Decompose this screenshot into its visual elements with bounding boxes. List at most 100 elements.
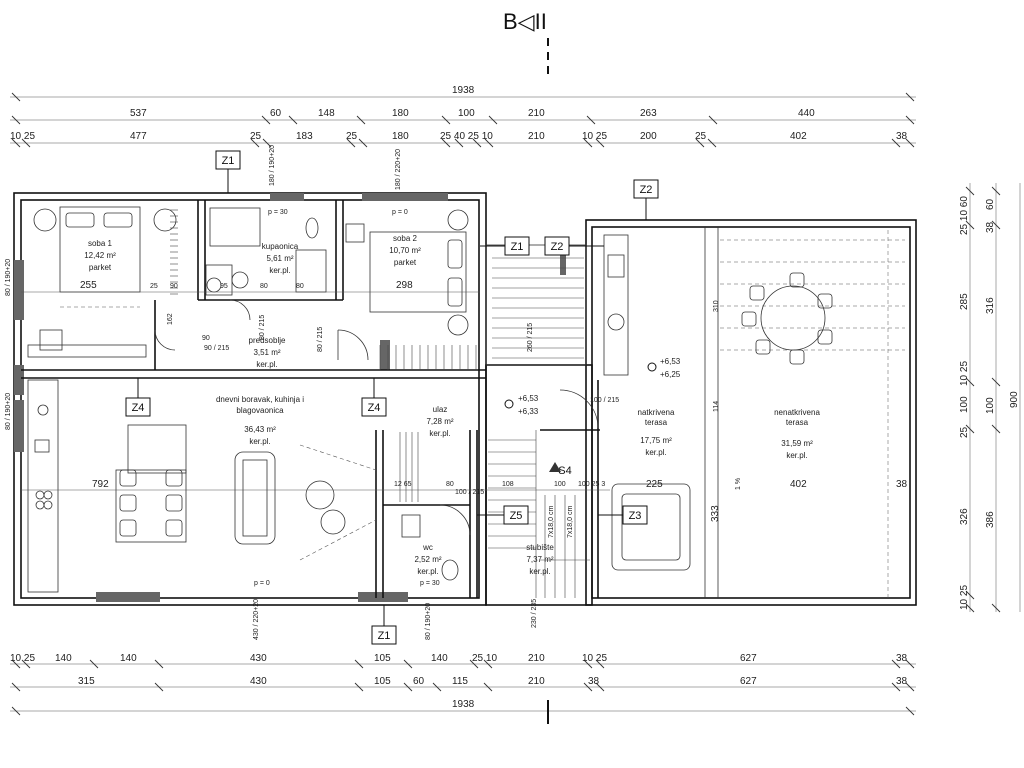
room-soba1-floor: parket [89, 263, 112, 272]
dim-right-c2-4: 100 [985, 397, 996, 414]
room-predsoblje-area: 3,51 m² [253, 348, 280, 357]
opening-17: 260 / 215 [527, 323, 534, 352]
room-soba2-name: soba 2 [393, 234, 418, 243]
dim-bot-r1-1: 10 25 [10, 653, 35, 664]
dim-int-402: 402 [790, 479, 807, 490]
dim-right-c1-3: 10 25 [959, 361, 970, 386]
dim-bot-r2-1: 315 [78, 676, 95, 687]
dim-top-r1-1: 537 [130, 108, 147, 119]
room-kupaonica-name: kupaonica [262, 242, 299, 251]
dim-bot-r1-11: 38 [896, 653, 908, 664]
bottom-dimension-lines [10, 659, 916, 716]
opening-14: 230 / 235 [531, 599, 538, 628]
room-open-terrace-area: 31,59 m² [781, 439, 813, 448]
dim-right-c2-5: 386 [985, 511, 996, 528]
opening-12: 430 / 220+20 [253, 599, 260, 640]
dim-bot-r2-9: 38 [896, 676, 908, 687]
dim-int-80a: 80 [260, 283, 268, 290]
living-room-furniture [27, 379, 377, 593]
dim-int-100: 100 [554, 481, 566, 488]
dim-top-r1-5: 100 [458, 108, 475, 119]
dim-right-c1-4: 100 [959, 396, 970, 413]
room-living-area: 36,43 m² [244, 425, 276, 434]
dim-int-95: 95 [220, 283, 228, 290]
opening-3: p = 30 [268, 209, 288, 216]
room-open-terrace-name-box: nenatkrivena terasa [774, 408, 820, 427]
tag-z3: Z3 [629, 510, 642, 522]
dim-int-80b: 80 [296, 283, 304, 290]
dim-top-r2-1: 10 25 [10, 131, 35, 142]
tag-z1-stair: Z1 [511, 241, 524, 253]
room-stubiste-area: 7,37 m² [526, 555, 553, 564]
room-living-name-box: dnevni boravak, kuhinja i blagovaonica [215, 395, 305, 415]
section-mark: B◁II [503, 9, 547, 34]
opening-2: 180 / 220+20 [395, 149, 402, 190]
room-open-terrace-name: nenatkrivena terasa [774, 408, 820, 427]
dim-bot-r1-10: 627 [740, 653, 757, 664]
dim-top-r2-11: 25 [695, 131, 707, 142]
dim-top-r1-2: 60 [270, 108, 282, 119]
tag-s4: S4 [558, 465, 571, 477]
right-dimension-lines [965, 183, 1021, 613]
dim-right-c1-5: 25 [959, 426, 970, 438]
dim-int-12-65: 12 65 [394, 481, 412, 488]
dim-int-792: 792 [92, 479, 109, 490]
top-dimension-lines [10, 92, 916, 148]
dim-int-90: 90 [170, 283, 178, 290]
section-tags [125, 150, 659, 645]
dim-bot-r2-4: 60 [413, 676, 425, 687]
room-covered-terrace-area: 17,75 m² [640, 436, 672, 445]
room-living-floor: ker.pl. [249, 437, 270, 446]
hot-tub [611, 483, 691, 571]
dim-int-298: 298 [396, 280, 413, 291]
level-entry-2: +6,33 [518, 407, 539, 416]
opening-10: 100 / 215 [590, 397, 619, 404]
dim-right-c2-1: 60 [985, 198, 996, 210]
room-wc-floor: ker.pl. [417, 567, 438, 576]
opening-16: p = 30 [420, 580, 440, 587]
pergola-lines [720, 230, 905, 598]
room-open-terrace-floor: ker.pl. [786, 451, 807, 460]
room-soba2-floor: parket [394, 258, 417, 267]
dim-int-255: 255 [80, 280, 97, 291]
dim-int-slope: 1 % [735, 478, 742, 490]
dim-right-c1-6: 326 [959, 508, 970, 525]
room-soba1-area: 12,42 m² [84, 251, 116, 260]
dim-bot-r2-7: 38 [588, 676, 600, 687]
room-covered-terrace-name-box: natkrivena terasa [638, 408, 675, 427]
dim-bot-r2-3: 105 [374, 676, 391, 687]
dim-top-r2-6: 180 [392, 131, 409, 142]
wc-fixtures [401, 514, 459, 581]
opening-9: 90 / 215 [204, 345, 229, 352]
room-predsoblje-name: predsoblje [249, 336, 286, 345]
covered-terrace-fixtures [603, 234, 629, 376]
dim-bot-r1-5: 105 [374, 653, 391, 664]
dim-right-c2-3: 316 [985, 297, 996, 314]
dim-bot-r1-8: 210 [528, 653, 545, 664]
dim-int-162: 162 [167, 313, 174, 325]
level-terrace-1: +6,53 [660, 357, 681, 366]
level-terrace-2: +6,25 [660, 370, 681, 379]
tag-z5: Z5 [510, 510, 523, 522]
room-living-name: dnevni boravak, kuhinja i blagovaonica [215, 395, 305, 415]
bed-soba-1 [27, 206, 177, 358]
dim-bot-r1-6: 140 [431, 653, 448, 664]
tag-z2-stair: Z2 [551, 241, 564, 253]
dim-right-c1-7: 10 25 [959, 585, 970, 610]
opening-19: 7x18,0 cm [567, 506, 574, 538]
room-predsoblje-floor: ker.pl. [256, 360, 277, 369]
dim-top-r2-13: 38 [896, 131, 908, 142]
dim-top-r2-5: 25 [346, 131, 358, 142]
round-table [741, 272, 833, 365]
opening-18: 7x18,0 cm [548, 506, 555, 538]
exterior-walls [13, 192, 917, 606]
dim-right-c2-2: 38 [985, 221, 996, 233]
room-stubiste-name: stubište [526, 543, 554, 552]
dim-int-100-25-3: 100 25 3 [578, 481, 605, 488]
dim-right-c1-1: 25 10 60 [959, 196, 970, 235]
room-wc-name: wc [422, 543, 433, 552]
bathroom-fixtures [205, 207, 327, 296]
opening-4: p = 0 [392, 209, 408, 216]
dim-top-r2-2: 477 [130, 131, 147, 142]
dim-top-r1-7: 263 [640, 108, 657, 119]
